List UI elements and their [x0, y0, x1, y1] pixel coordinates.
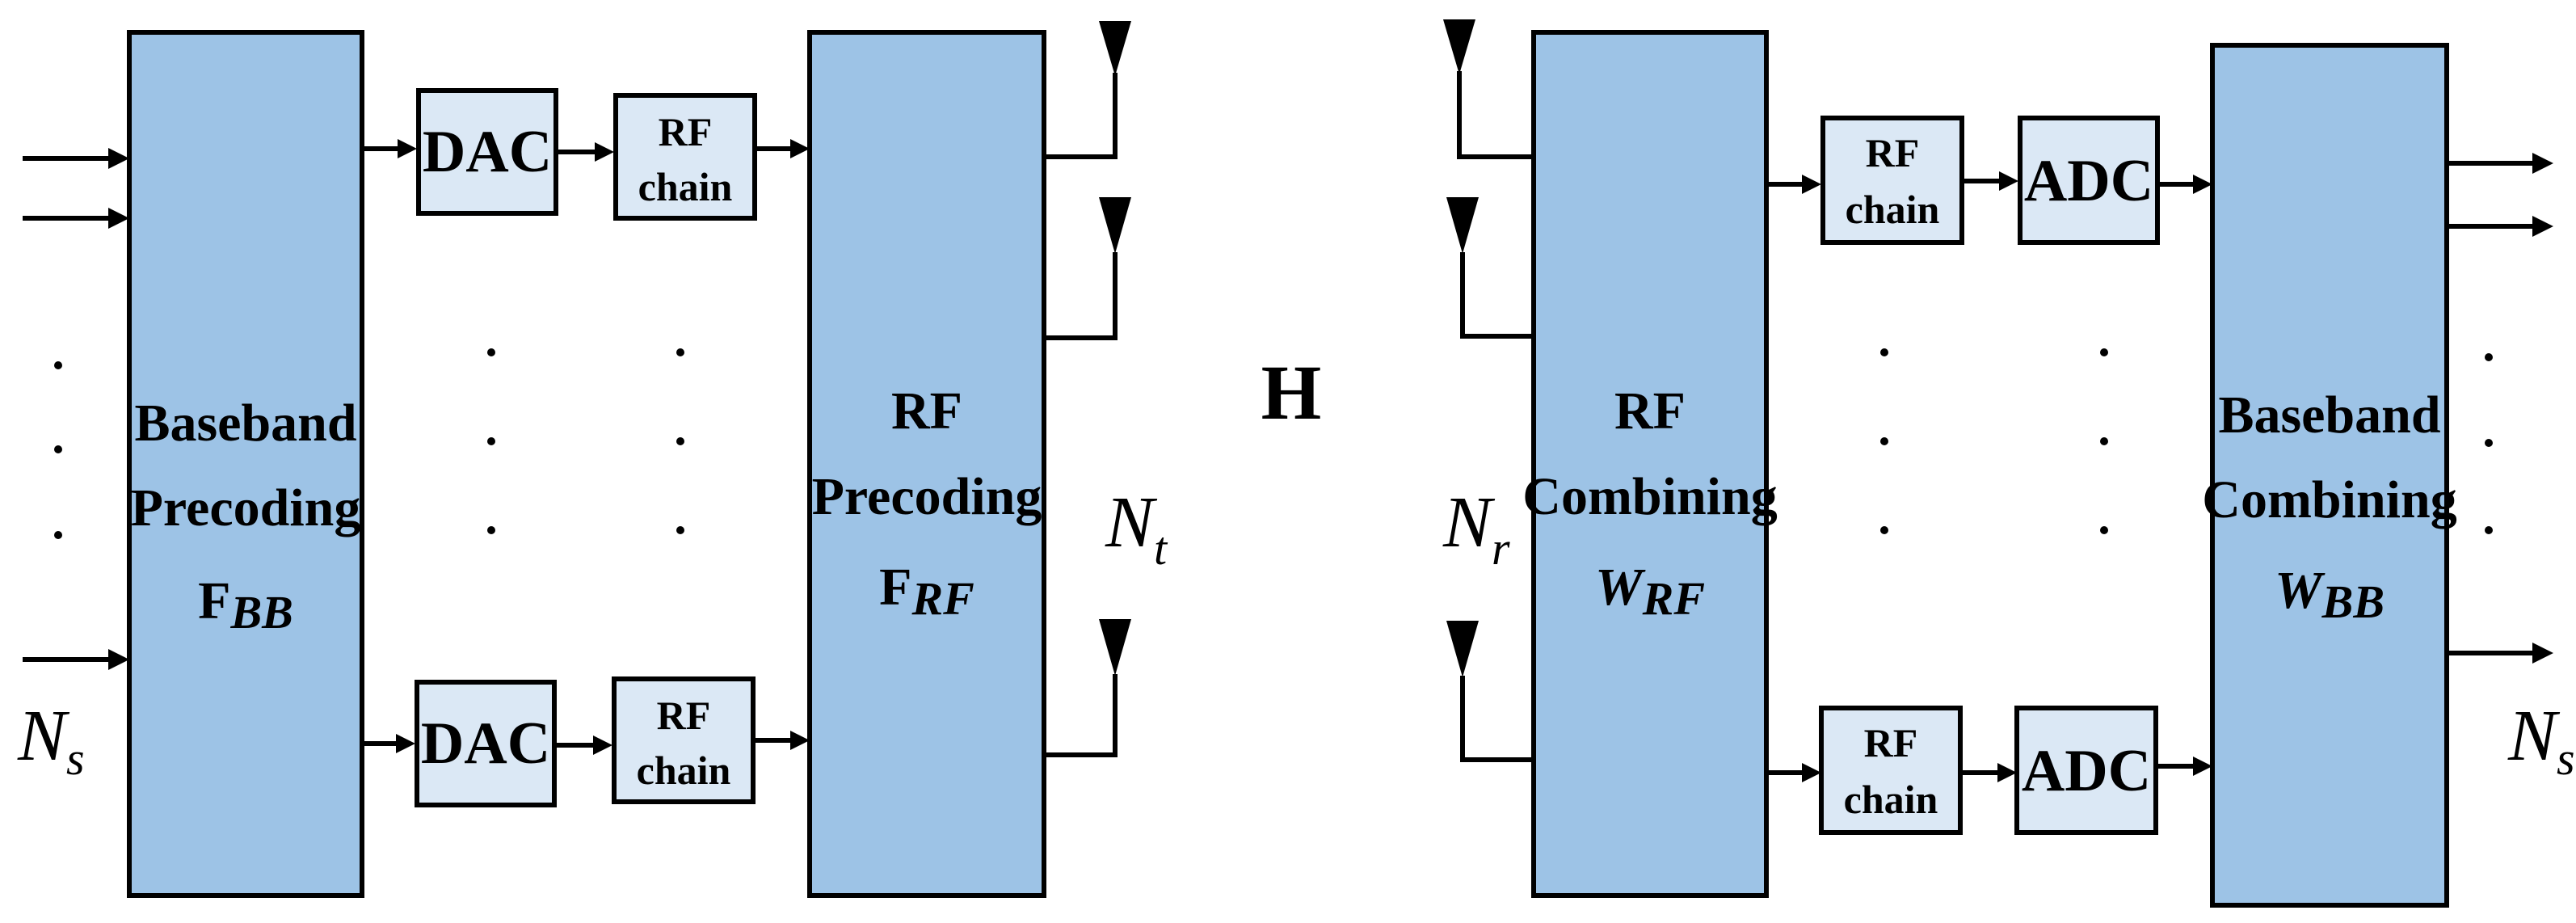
transmitter: Ns Baseband Precoding FBB DAC DAC — [17, 21, 1168, 898]
output-arrow — [2447, 153, 2553, 174]
bb-to-dac-arrows — [362, 139, 417, 753]
rf-precoding-symbol: FRF — [879, 558, 974, 625]
rf-combining-line2: Combining — [1522, 467, 1777, 526]
tx-antenna-count-label: Nt — [1105, 483, 1168, 575]
tx-rf-chain-bottom: RF chain — [612, 676, 756, 804]
dac-to-rfchain-arrows — [554, 142, 614, 755]
adc-to-bbcombining-arrows — [2156, 175, 2212, 776]
rf-precoding-block: RF Precoding FRF — [807, 30, 1046, 898]
input-streams-label: Ns — [17, 696, 85, 785]
rf-precoding-line1: RF — [891, 381, 962, 440]
rf-combining-line1: RF — [1614, 381, 1686, 440]
dac-block-bottom: DAC — [415, 680, 557, 807]
baseband-precoding-line2: Precoding — [131, 478, 361, 537]
rfcombining-to-rfchain-arrows — [1766, 175, 1821, 782]
tx-antenna-icon — [1044, 21, 1131, 159]
output-arrow — [2447, 643, 2553, 664]
adc-block-top: ADC — [2018, 116, 2160, 245]
tx-rf-chain-top: RF chain — [613, 93, 757, 221]
rf-chain-line1: RF — [1864, 720, 1918, 765]
dac-label: DAC — [421, 710, 550, 777]
output-streams — [2447, 153, 2553, 664]
rx-antenna-icon — [1446, 197, 1534, 339]
baseband-precoding-line1: Baseband — [134, 394, 356, 453]
receiver: Nr RF Combining WRF RF chain RF cha — [1442, 19, 2575, 908]
rx-rf-chain-bottom: RF chain — [1819, 706, 1963, 835]
tx-antenna-array — [1044, 21, 1131, 757]
rf-precoding-line2: Precoding — [812, 467, 1042, 526]
rf-chain-line2: chain — [637, 748, 731, 793]
tx-antenna-icon — [1044, 619, 1131, 757]
rx-rf-chain-top: RF chain — [1820, 116, 1964, 245]
ellipsis-dot — [2485, 353, 2493, 361]
baseband-combining-symbol: WBB — [2275, 561, 2384, 628]
adc-label: ADC — [2024, 148, 2153, 214]
rf-chain-line2: chain — [1846, 187, 1940, 232]
rf-combining-block: RF Combining WRF — [1522, 30, 1778, 898]
rx-branch-ellipsis — [1880, 348, 2108, 534]
ellipsis-dot — [54, 531, 62, 539]
rx-antenna-icon — [1446, 621, 1534, 762]
ellipsis-dot — [54, 445, 62, 453]
baseband-precoding-symbol: FBB — [198, 571, 293, 639]
input-arrow — [23, 208, 129, 229]
rf-combining-symbol: WRF — [1595, 558, 1705, 625]
baseband-combining-line2: Combining — [2202, 470, 2456, 529]
channel-label: H — [1261, 349, 1322, 436]
input-arrow — [23, 649, 129, 670]
rfchain-to-rfprecoding-arrows — [753, 139, 810, 750]
baseband-combining-block: Baseband Combining WBB — [2202, 43, 2457, 908]
tx-branch-ellipsis — [487, 348, 684, 534]
rx-antenna-icon — [1443, 19, 1534, 159]
output-streams-label: Ns — [2507, 696, 2575, 785]
rf-chain-line1: RF — [1866, 130, 1920, 175]
output-arrow — [2447, 216, 2553, 237]
dac-label: DAC — [423, 119, 552, 185]
rx-antenna-count-label: Nr — [1442, 483, 1510, 575]
baseband-precoding-block: Baseband Precoding FBB — [127, 30, 364, 898]
ellipsis-dot — [2485, 439, 2493, 447]
rx-antenna-array — [1443, 19, 1534, 762]
rf-chain-line1: RF — [659, 109, 713, 154]
baseband-combining-line1: Baseband — [2218, 386, 2440, 445]
rfchain-to-adc-arrows — [1960, 171, 2018, 782]
ellipsis-dot — [2485, 526, 2493, 534]
dac-block-top: DAC — [416, 88, 558, 216]
ellipsis-dot — [54, 361, 62, 369]
rf-chain-line1: RF — [657, 693, 711, 738]
input-arrow — [23, 148, 129, 169]
rf-chain-line2: chain — [638, 164, 733, 209]
rf-chain-line2: chain — [1844, 777, 1938, 822]
adc-block-bottom: ADC — [2014, 706, 2158, 835]
input-streams — [23, 148, 129, 670]
tx-antenna-icon — [1044, 197, 1131, 340]
adc-label: ADC — [2022, 738, 2151, 804]
